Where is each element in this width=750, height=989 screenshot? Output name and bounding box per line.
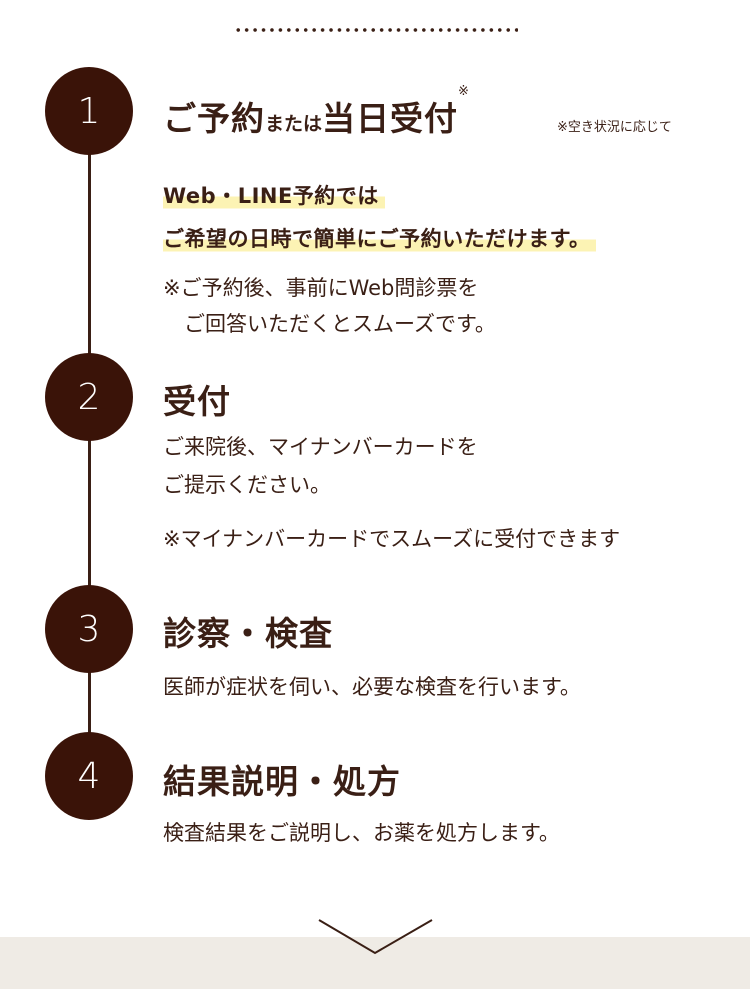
bottom-band xyxy=(0,937,750,989)
highlight-line-1: Web・LINE予約では xyxy=(163,180,385,210)
step-1-note-line-1: ※ご予約後、事前にWeb問診票を xyxy=(163,276,479,300)
step-2-body-line-2: ご提示ください。 xyxy=(163,473,331,497)
step-4-body: 検査結果をご説明し、お薬を処方します。 xyxy=(163,821,560,845)
dotted-divider xyxy=(234,26,518,34)
step-title-1-main2: 当日受付 xyxy=(322,99,459,138)
chevron-down-icon xyxy=(318,919,433,955)
step-title-4: 結果説明・処方 xyxy=(163,762,401,801)
step-number-2: 2 xyxy=(45,353,133,441)
step-number-1: 1 xyxy=(45,67,133,155)
footnote-mark: ※ xyxy=(458,84,470,99)
step-title-2: 受付 xyxy=(163,382,231,421)
step-2-note: ※マイナンバーカードでスムーズに受付できます xyxy=(163,527,621,551)
step-title-1-main: ご予約 xyxy=(163,99,265,138)
step-3-body: 医師が症状を伺い、必要な検査を行います。 xyxy=(163,675,581,699)
highlight-line-2: ご希望の日時で簡単にご予約いただけます。 xyxy=(163,223,597,253)
step-number-3: 3 xyxy=(45,585,133,673)
availability-note: ※空き状況に応じて xyxy=(557,120,672,135)
step-number-4: 4 xyxy=(45,732,133,820)
step-title-1: ご予約または当日受付※ xyxy=(163,84,470,140)
step-2-body-line-1: ご来院後、マイナンバーカードを xyxy=(163,435,478,459)
step-1-note-line-2: ご回答いただくとスムーズです。 xyxy=(163,312,496,336)
timeline-connector xyxy=(88,110,91,780)
step-title-3: 診察・検査 xyxy=(163,614,333,653)
step-title-1-small: または xyxy=(265,113,323,135)
